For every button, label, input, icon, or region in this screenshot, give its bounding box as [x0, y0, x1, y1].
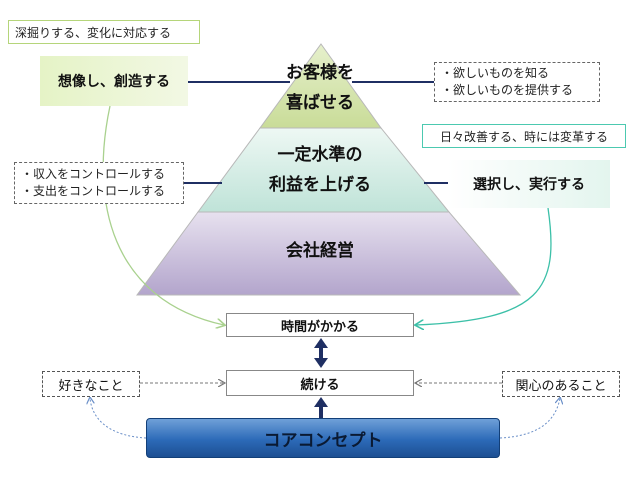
takes-time-box: 時間がかかる: [226, 313, 414, 337]
double-arrow-head-up: [314, 338, 328, 348]
tier3-label: 会社経営: [286, 241, 354, 261]
tier1-line1: お客様を: [286, 63, 354, 83]
green-curve-arrow: [102, 105, 224, 325]
right-top-bullets: ・欲しいものを知る ・欲しいものを提供する: [434, 62, 600, 102]
core-to-likes-arrow: [90, 398, 147, 439]
right-top-bullet-1: ・欲しいものを知る: [441, 66, 550, 80]
left-mid-bullets: ・収入をコントロールする ・支出をコントロールする: [14, 162, 184, 204]
tier2-label: 一定水準の 利益を上げる: [236, 140, 404, 200]
core-to-interest-arrow: [499, 398, 560, 439]
right-action-box: 選択し、実行する: [448, 160, 610, 208]
left-action-box: 想像し、創造する: [40, 56, 188, 106]
left-mid-bullet-1: ・収入をコントロールする: [21, 167, 166, 181]
tier1-label: お客様を 喜ばせる: [250, 58, 390, 118]
teal-curve-arrow: [416, 207, 552, 325]
left-mid-bullet-2: ・支出をコントロールする: [21, 184, 166, 198]
pyramid-tier-bottom: [136, 211, 522, 296]
core-concept-box: コアコンセプト: [146, 418, 500, 458]
up-arrow-head: [314, 397, 328, 407]
double-arrow-head-down: [314, 358, 328, 368]
tier2-line1: 一定水準の: [277, 145, 363, 165]
top-note: 深掘りする、変化に対応する: [8, 20, 200, 44]
right-note: 日々改善する、時には変革する: [422, 124, 626, 148]
interests-box: 関心のあること: [502, 371, 620, 397]
tier1-line2: 喜ばせる: [286, 93, 354, 113]
continue-box: 続ける: [226, 370, 414, 396]
likes-box: 好きなこと: [42, 371, 140, 397]
tier2-line2: 利益を上げる: [269, 175, 371, 195]
right-top-bullet-2: ・欲しいものを提供する: [441, 83, 574, 97]
